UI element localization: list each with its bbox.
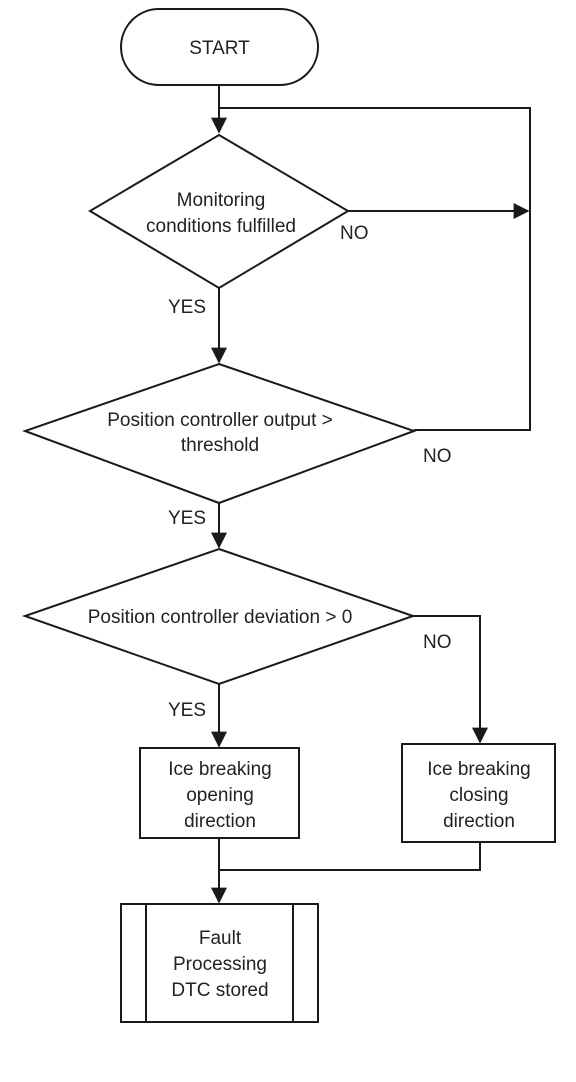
decision-monitoring: Monitoring conditions fulfilled (88, 133, 350, 290)
edge-label-deviation-no: NO (423, 632, 452, 653)
process-fault-line-3: DTC stored (171, 980, 268, 1001)
edge-labels: NO YES NO YES NO YES (168, 223, 452, 721)
arrow-deviation-no (413, 615, 488, 744)
loop-back-line (219, 107, 531, 431)
process-opening-line-1: Ice breaking (168, 759, 272, 780)
process-closing: Ice breaking closing direction (401, 743, 556, 843)
edge-label-monitoring-no: NO (340, 223, 369, 244)
decision-deviation-line-1: Position controller deviation > 0 (88, 607, 353, 628)
line-closing-join (219, 842, 481, 871)
decision-output-line-1: Position controller output > (107, 410, 333, 431)
decision-output: Position controller output > threshold (22, 362, 417, 505)
process-fault-line-2: Processing (173, 954, 267, 975)
edge-label-output-yes: YES (168, 508, 206, 529)
process-closing-line-2: closing (449, 785, 508, 806)
decision-monitoring-line-2: conditions fulfilled (146, 216, 296, 237)
process-opening-line-3: direction (184, 811, 256, 832)
decision-monitoring-line-1: Monitoring (177, 190, 266, 211)
edge-label-deviation-yes: YES (168, 700, 206, 721)
process-opening: Ice breaking opening direction (139, 747, 300, 839)
process-closing-line-3: direction (443, 811, 515, 832)
decision-output-line-2: threshold (181, 435, 259, 456)
edge-label-monitoring-yes: YES (168, 297, 206, 318)
start-terminator: START (120, 8, 319, 86)
process-fault: Fault Processing DTC stored (120, 903, 319, 1023)
decision-deviation: Position controller deviation > 0 (21, 547, 417, 686)
process-closing-line-1: Ice breaking (427, 759, 531, 780)
connectors (211, 85, 531, 904)
process-opening-line-2: opening (186, 785, 254, 806)
edge-label-output-no: NO (423, 446, 452, 467)
process-fault-line-1: Fault (199, 928, 242, 949)
start-label: START (189, 38, 250, 59)
